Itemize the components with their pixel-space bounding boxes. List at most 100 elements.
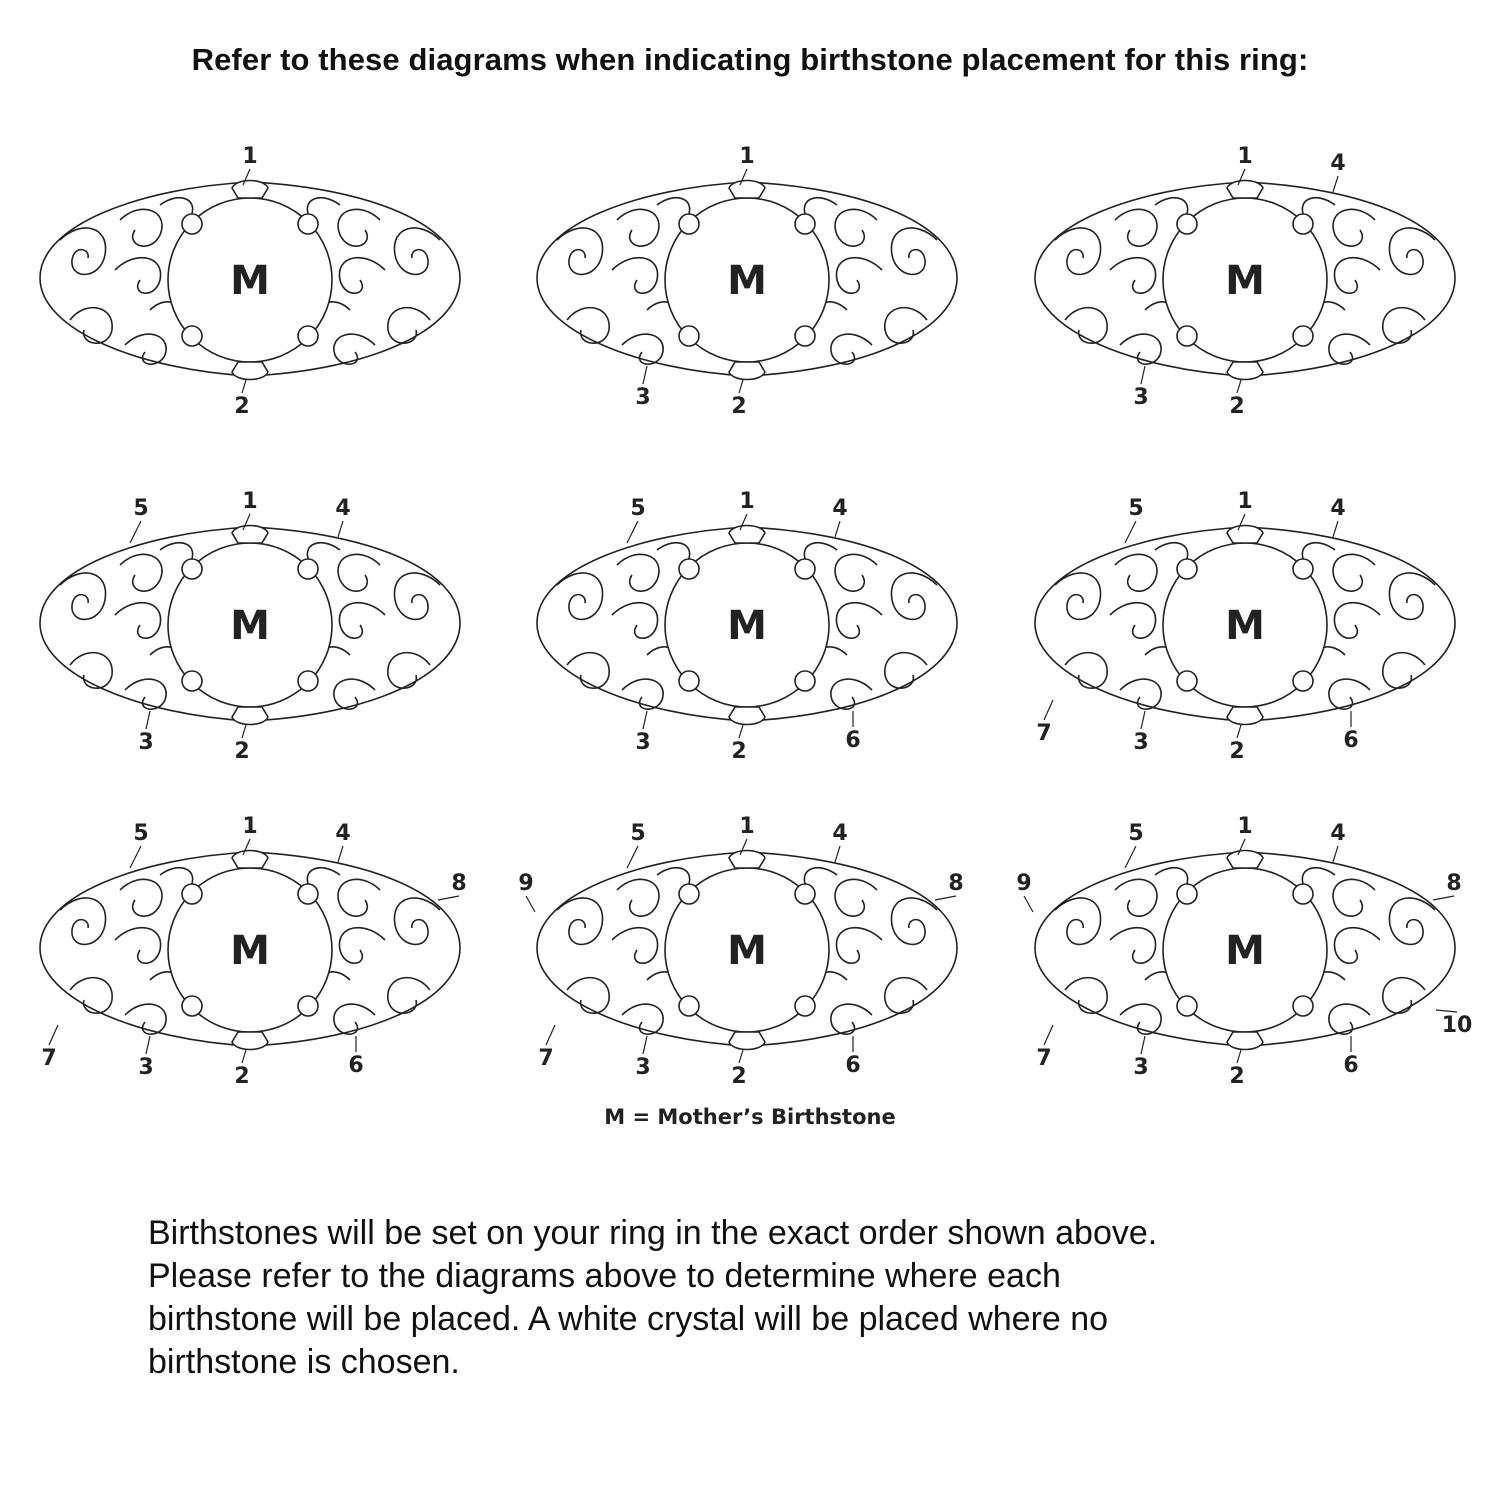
filigree-swirl: [1388, 897, 1436, 946]
ring-band-outline: [39, 851, 461, 1047]
stone-position-label: 2: [1229, 1064, 1244, 1089]
stone-position-label: 2: [731, 394, 746, 419]
ring-band-outline: [1034, 181, 1456, 377]
leader-line: [626, 520, 639, 544]
page-title: Refer to these diagrams when indicating …: [191, 42, 1309, 77]
prong: [794, 213, 816, 235]
leader-line: [241, 724, 247, 739]
prong: [1176, 995, 1198, 1017]
filigree-swirl: [1054, 227, 1102, 276]
stone-setting: [1226, 1031, 1264, 1051]
filigree-swirl: [616, 878, 660, 917]
leader-line: [242, 513, 251, 531]
leader-line: [739, 168, 748, 186]
leader-line: [129, 520, 142, 544]
leader-line: [241, 1049, 247, 1064]
stone-position-label: 5: [133, 821, 148, 846]
prong: [1176, 670, 1198, 692]
stone-position-label: 7: [1036, 721, 1051, 746]
leader-line: [738, 379, 744, 394]
stone-position-label: 5: [1128, 496, 1143, 521]
filigree-swirl: [124, 678, 167, 710]
stone-position-label: 5: [1128, 821, 1143, 846]
filigree-swirl: [69, 651, 113, 689]
filigree-swirl: [1382, 306, 1426, 344]
filigree-swirl: [1109, 601, 1157, 639]
filigree-swirl: [1119, 678, 1162, 710]
leader-line: [1332, 175, 1339, 193]
filigree-swirl: [835, 256, 883, 294]
stone-position-label: 8: [451, 871, 466, 896]
legend: M = Mother’s Birthstone: [604, 1105, 896, 1129]
filigree-swirl: [1054, 572, 1102, 621]
filigree-swirl: [1054, 897, 1102, 946]
leader-line: [1332, 845, 1339, 863]
stone-position-label: 8: [1446, 871, 1461, 896]
prong: [297, 213, 319, 235]
prong: [678, 325, 700, 347]
filigree-swirl: [1333, 601, 1381, 639]
filigree-swirl: [834, 553, 878, 592]
leader-line: [1140, 710, 1146, 730]
filigree-swirl: [114, 926, 162, 964]
leader-line: [739, 838, 748, 856]
leader-line: [145, 710, 151, 730]
stone-position-label: 1: [242, 814, 257, 839]
stone-setting: [231, 179, 269, 199]
prong: [297, 558, 319, 580]
filigree-swirl: [1064, 976, 1108, 1014]
filigree-swirl: [890, 572, 938, 621]
stone-position-label: 3: [1133, 385, 1148, 410]
prong: [181, 995, 203, 1017]
stone-setting: [1226, 524, 1264, 544]
note-line: birthstone will be placed. A white cryst…: [148, 1300, 1109, 1338]
stone-position-label: 2: [731, 739, 746, 764]
filigree-swirl: [387, 306, 431, 344]
prong: [181, 558, 203, 580]
stone-position-label: 5: [630, 496, 645, 521]
stone-position-label: 6: [1343, 728, 1358, 753]
filigree-swirl: [338, 601, 386, 639]
prong: [181, 670, 203, 692]
stone-position-label: 4: [335, 496, 350, 521]
filigree-swirl: [119, 553, 163, 592]
leader-line: [129, 845, 142, 869]
stone-position-label: 3: [1133, 730, 1148, 755]
leader-line: [1043, 699, 1054, 721]
leader-line: [1124, 520, 1137, 544]
filigree-swirl: [1064, 306, 1108, 344]
prong: [1292, 558, 1314, 580]
prong: [678, 558, 700, 580]
leader-line: [834, 520, 841, 538]
prong: [1292, 995, 1314, 1017]
stone-position-label: 2: [1229, 739, 1244, 764]
stone-setting: [728, 361, 766, 381]
filigree-swirl: [890, 897, 938, 946]
prong: [297, 883, 319, 905]
leader-line: [642, 710, 648, 730]
filigree-swirl: [566, 651, 610, 689]
filigree-swirl: [834, 878, 878, 917]
stone-position-label: 1: [1237, 814, 1252, 839]
stone-setting: [728, 1031, 766, 1051]
filigree-swirl: [387, 651, 431, 689]
mothers-stone-label: M: [1225, 258, 1265, 304]
filigree-swirl: [1332, 553, 1376, 592]
stone-position-label: 8: [948, 871, 963, 896]
ring-band-outline: [1034, 526, 1456, 722]
filigree-swirl: [611, 256, 659, 294]
filigree-swirl: [338, 926, 386, 964]
ring-band-outline: [536, 851, 958, 1047]
prong: [1176, 558, 1198, 580]
filigree-swirl: [333, 1003, 376, 1035]
filigree-swirl: [1328, 1003, 1371, 1035]
leader-line: [48, 1024, 59, 1046]
leader-line: [1236, 724, 1242, 739]
